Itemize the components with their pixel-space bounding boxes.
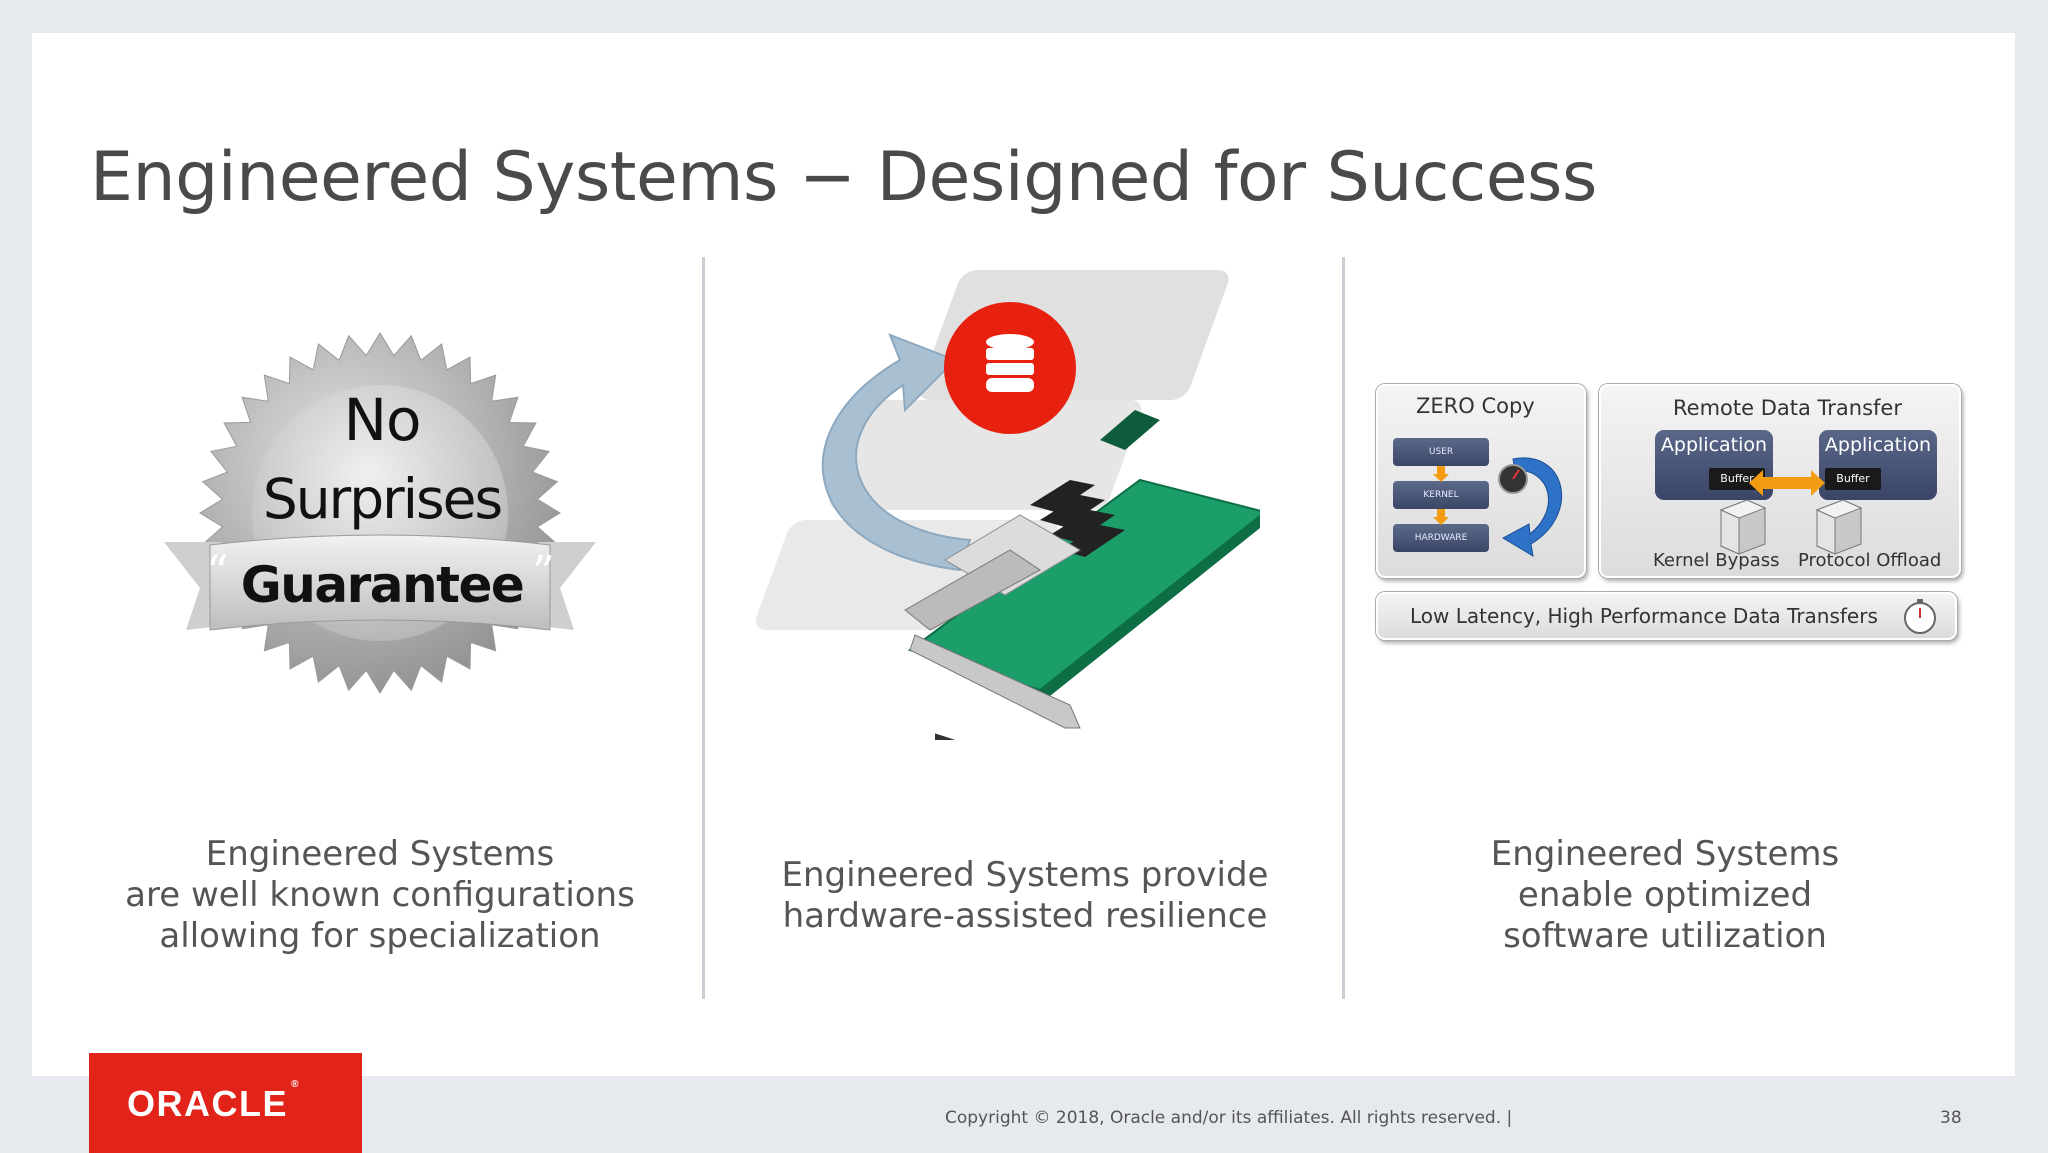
zero-copy-panel: ZERO Copy USER KERNEL HARDWARE [1376,384,1586,578]
latency-bar: Low Latency, High Performance Data Trans… [1376,592,1957,640]
protocol-offload-label: Protocol Offload [1798,550,1942,571]
kernel-bypass-label: Kernel Bypass [1653,550,1780,571]
application-left: Application Buffer [1655,430,1773,500]
stopwatch-icon [1904,599,1936,634]
column-divider [1342,257,1345,999]
layer-kernel: KERNEL [1393,481,1489,509]
remote-data-panel: Remote Data Transfer Application Buffer … [1599,384,1961,578]
buffer-right: Buffer [1825,468,1881,490]
server-icon [1719,499,1767,555]
application-right: Application Buffer [1819,430,1937,500]
page-title: Engineered Systems − Designed for Succes… [90,138,1597,217]
latency-bar-text: Low Latency, High Performance Data Trans… [1410,604,1878,628]
badge-text-no: No [344,386,421,454]
copyright-text: Copyright © 2018, Oracle and/or its affi… [945,1108,1513,1128]
caption-col1: Engineered Systems are well known config… [125,834,635,956]
network-card-icon [904,410,1260,740]
quote-close: ” [532,547,555,598]
server-icon [1815,499,1863,555]
no-surprises-badge: No Surprises Guarantee “ ” [164,332,596,694]
column-divider [702,257,705,999]
caption-col2: Engineered Systems provide hardware-assi… [781,855,1269,936]
layer-hardware: HARDWARE [1393,524,1489,552]
caption-col3: Engineered Systems enable optimized soft… [1490,834,1840,956]
badge-text-surprises: Surprises [263,467,501,531]
transfer-arrow-icon [1749,470,1825,496]
resilience-illustration [755,270,1260,740]
quote-open: “ [206,547,229,598]
oracle-logo[interactable]: ORACLE® [89,1053,362,1153]
remote-data-title: Remote Data Transfer [1673,396,1902,420]
curved-arrow-icon [821,333,972,572]
database-icon [944,302,1076,434]
oracle-logo-text: ORACLE® [127,1079,300,1124]
layer-arrows [1433,466,1449,525]
page-number: 38 [1940,1108,1962,1128]
layer-user: USER [1393,438,1489,466]
badge-banner-text: Guarantee [241,556,524,614]
zero-copy-title: ZERO Copy [1416,394,1535,418]
speedometer-icon [1498,457,1563,557]
